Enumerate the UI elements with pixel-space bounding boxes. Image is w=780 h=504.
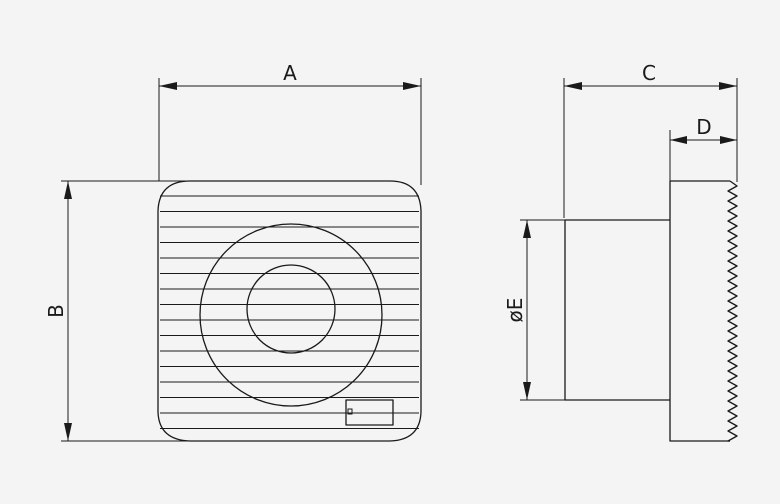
dimension-c: C [563, 61, 738, 218]
front-outer-ring [199, 223, 383, 407]
label-d: D [696, 115, 711, 139]
label-a: A [283, 61, 297, 85]
dimension-e: øE [503, 219, 565, 401]
dimension-b: B [44, 180, 190, 442]
front-louver-lines [160, 195, 419, 429]
front-inner-ring [246, 264, 336, 354]
front-grille-outline [157, 180, 422, 442]
label-b: B [44, 304, 68, 318]
switch-indicator [347, 408, 353, 415]
flange-body [669, 180, 730, 442]
label-e: øE [503, 298, 527, 323]
front-view [157, 180, 422, 442]
dimension-a: A [158, 61, 422, 185]
grille-serrated-edge [727, 180, 738, 442]
duct-spigot [564, 219, 670, 401]
side-view [564, 180, 738, 442]
label-c: C [642, 61, 656, 85]
switch-box [345, 399, 394, 426]
dimension-d: D [669, 115, 738, 181]
